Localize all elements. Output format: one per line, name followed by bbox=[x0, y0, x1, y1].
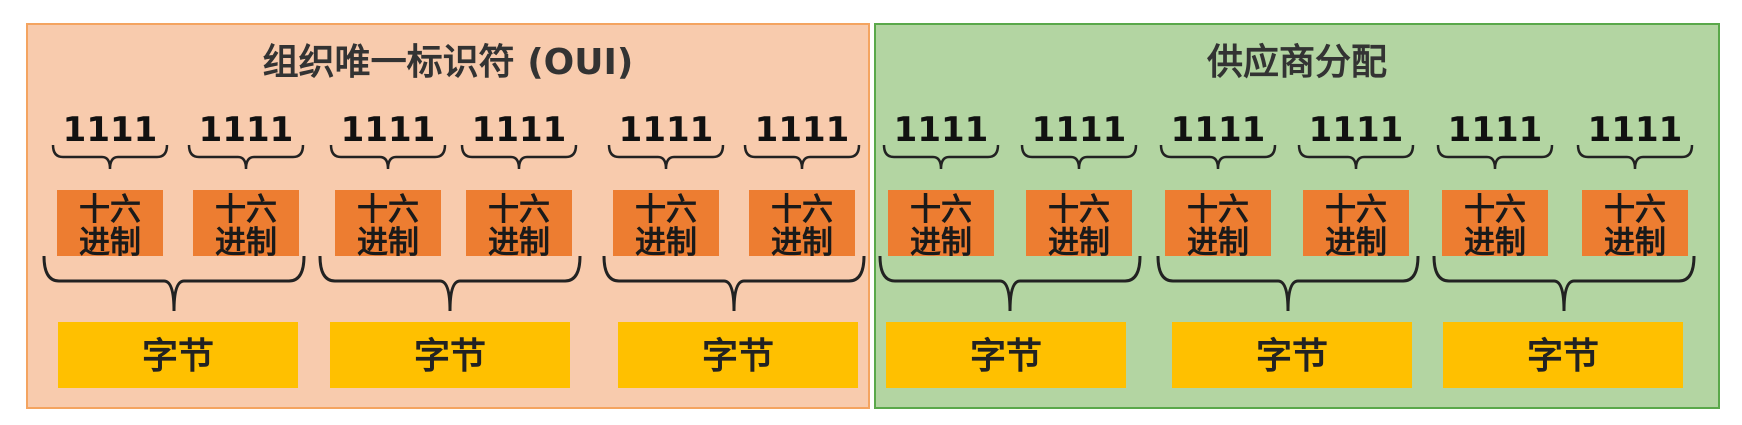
nibble-bits-label: 1111 bbox=[1309, 110, 1404, 150]
byte-box bbox=[58, 322, 298, 388]
nibble-bits-label: 1111 bbox=[1588, 110, 1683, 150]
hex-digit-label-bottom: 进制 bbox=[1048, 225, 1110, 261]
hex-digit-box bbox=[888, 190, 994, 256]
hex-digit-label-top: 十六 bbox=[79, 192, 141, 228]
nibble-bits-label: 1111 bbox=[1032, 110, 1127, 150]
hex-digit-box bbox=[1026, 190, 1132, 256]
hex-digit-box bbox=[613, 190, 719, 256]
nibble-brace bbox=[882, 144, 1000, 170]
hex-digit-label-top: 十六 bbox=[488, 192, 550, 228]
nibble-bits-label: 1111 bbox=[341, 110, 436, 150]
hex-digit-label-bottom: 进制 bbox=[357, 225, 419, 261]
byte-brace bbox=[42, 255, 306, 312]
hex-digit-label-bottom: 进制 bbox=[1604, 225, 1666, 261]
hex-digit-label-top: 十六 bbox=[635, 192, 697, 228]
hex-digit-box bbox=[749, 190, 855, 256]
nibble-brace bbox=[1576, 144, 1694, 170]
hex-digit-label-bottom: 进制 bbox=[1464, 225, 1526, 261]
byte-box bbox=[330, 322, 570, 388]
hex-digit-label-top: 十六 bbox=[1187, 192, 1249, 228]
hex-digit-label-top: 十六 bbox=[357, 192, 419, 228]
hex-digit-box bbox=[335, 190, 441, 256]
hex-digit-label-bottom: 进制 bbox=[488, 225, 550, 261]
nibble-bits-label: 1111 bbox=[1171, 110, 1266, 150]
hex-digit-box bbox=[193, 190, 299, 256]
byte-box bbox=[618, 322, 858, 388]
byte-label: 字节 bbox=[1256, 336, 1328, 377]
nibble-brace bbox=[1297, 144, 1415, 170]
nibble-brace bbox=[1020, 144, 1138, 170]
nibble-brace bbox=[1436, 144, 1554, 170]
byte-brace bbox=[602, 255, 866, 312]
hex-digit-label-top: 十六 bbox=[771, 192, 833, 228]
nibble-bits-label: 1111 bbox=[63, 110, 158, 150]
byte-box bbox=[1443, 322, 1683, 388]
hex-digit-label-top: 十六 bbox=[1048, 192, 1110, 228]
hex-digit-label-bottom: 进制 bbox=[910, 225, 972, 261]
hex-digit-label-bottom: 进制 bbox=[79, 225, 141, 261]
nibble-brace bbox=[187, 144, 305, 170]
nibble-brace bbox=[1159, 144, 1277, 170]
byte-label: 字节 bbox=[414, 336, 486, 377]
byte-brace bbox=[1432, 255, 1696, 312]
hex-digit-box bbox=[1303, 190, 1409, 256]
nibble-bits-label: 1111 bbox=[619, 110, 714, 150]
byte-label: 字节 bbox=[970, 336, 1042, 377]
nibble-brace bbox=[743, 144, 861, 170]
nibble-bits-label: 1111 bbox=[894, 110, 989, 150]
byte-box bbox=[886, 322, 1126, 388]
nibble-brace bbox=[607, 144, 725, 170]
hex-digit-label-bottom: 进制 bbox=[771, 225, 833, 261]
hex-digit-label-top: 十六 bbox=[1464, 192, 1526, 228]
hex-digit-label-bottom: 进制 bbox=[1325, 225, 1387, 261]
byte-box bbox=[1172, 322, 1412, 388]
byte-brace bbox=[318, 255, 582, 312]
hex-digit-label-bottom: 进制 bbox=[635, 225, 697, 261]
nibble-bits-label: 1111 bbox=[199, 110, 294, 150]
nibble-bits-label: 1111 bbox=[472, 110, 567, 150]
byte-brace bbox=[1156, 255, 1420, 312]
hex-digit-label-top: 十六 bbox=[215, 192, 277, 228]
hex-digit-label-top: 十六 bbox=[910, 192, 972, 228]
nibble-brace bbox=[460, 144, 578, 170]
byte-brace bbox=[878, 255, 1142, 312]
hex-digit-label-top: 十六 bbox=[1325, 192, 1387, 228]
nibble-brace bbox=[51, 144, 169, 170]
nibble-bits-label: 1111 bbox=[755, 110, 850, 150]
nibble-brace bbox=[329, 144, 447, 170]
hex-digit-box bbox=[1165, 190, 1271, 256]
hex-digit-box bbox=[466, 190, 572, 256]
byte-label: 字节 bbox=[1527, 336, 1599, 377]
vendor-title: 供应商分配 bbox=[1206, 42, 1387, 83]
byte-label: 字节 bbox=[702, 336, 774, 377]
hex-digit-box bbox=[1582, 190, 1688, 256]
hex-digit-label-bottom: 进制 bbox=[1187, 225, 1249, 261]
byte-label: 字节 bbox=[142, 336, 214, 377]
oui-title: 组织唯一标识符 (OUI) bbox=[262, 42, 634, 83]
nibble-bits-label: 1111 bbox=[1448, 110, 1543, 150]
hex-digit-label-top: 十六 bbox=[1604, 192, 1666, 228]
hex-digit-box bbox=[57, 190, 163, 256]
hex-digit-box bbox=[1442, 190, 1548, 256]
hex-digit-label-bottom: 进制 bbox=[215, 225, 277, 261]
